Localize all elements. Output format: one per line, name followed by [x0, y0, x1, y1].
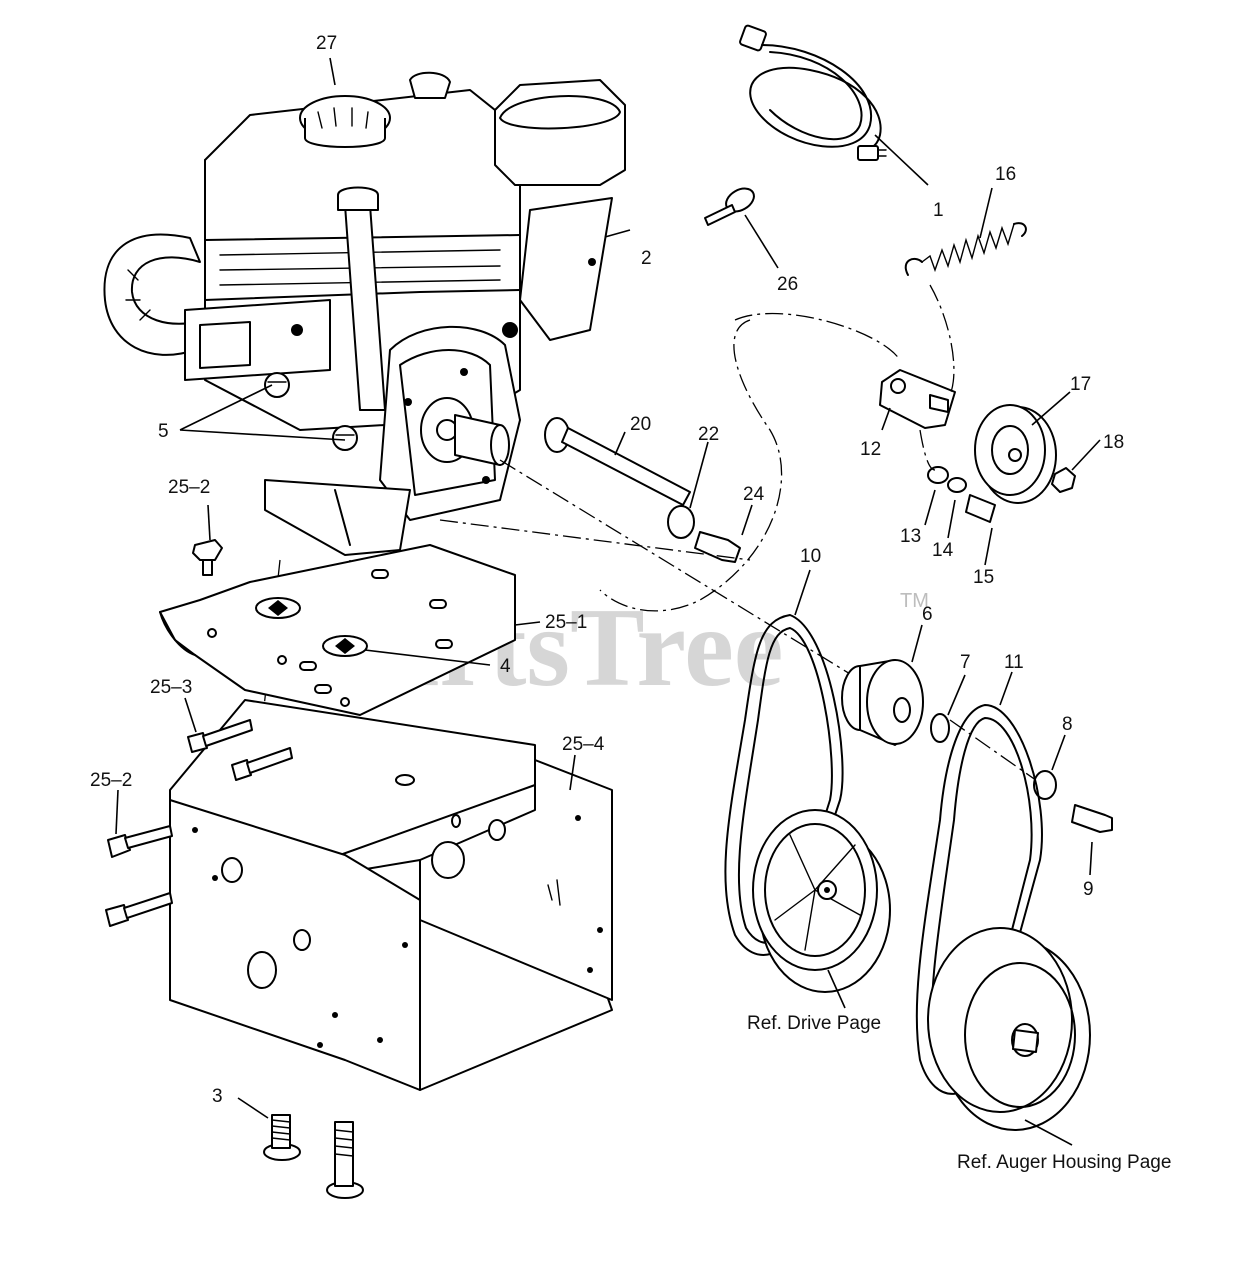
callout-22: 22: [698, 424, 719, 445]
callout-12: 12: [860, 439, 881, 460]
callout-10: 10: [800, 546, 821, 567]
ignition-key[interactable]: [704, 184, 758, 226]
drive-belt[interactable]: [724, 614, 844, 956]
ref-drive-page: Ref. Drive Page: [747, 1013, 881, 1034]
shaft-hardware[interactable]: [667, 505, 741, 563]
idler-spring[interactable]: [904, 222, 1027, 276]
callout-5: 5: [158, 421, 169, 442]
engine-mount-plate[interactable]: [159, 544, 516, 716]
callout-20: 20: [630, 414, 651, 435]
idler-hardware[interactable]: [927, 466, 1076, 523]
ref-auger-housing-page: Ref. Auger Housing Page: [957, 1152, 1171, 1173]
callout-4: 4: [500, 656, 511, 677]
callout-7: 7: [960, 652, 971, 673]
idler-pulley[interactable]: [974, 404, 1057, 504]
callout-24: 24: [743, 484, 765, 505]
callout-27: 27: [316, 33, 337, 54]
extension-cord[interactable]: [739, 24, 887, 161]
engine[interactable]: [103, 71, 626, 556]
idler-bracket[interactable]: [879, 369, 956, 429]
idler-shaft[interactable]: [544, 417, 691, 506]
callout-8: 8: [1062, 714, 1073, 735]
callout-17: 17: [1070, 374, 1091, 395]
callout-25-2-bottom: 25–2: [90, 770, 132, 791]
callout-13: 13: [900, 526, 921, 547]
callout-18: 18: [1103, 432, 1124, 453]
callout-14: 14: [932, 540, 954, 561]
frame-bolts[interactable]: [105, 539, 293, 927]
watermark-trademark: TM: [900, 590, 929, 612]
callout-25-3: 25–3: [150, 677, 192, 698]
callout-26: 26: [777, 274, 798, 295]
callout-2: 2: [641, 248, 652, 269]
callout-25-4: 25–4: [562, 734, 605, 755]
bottom-bolts[interactable]: [263, 1114, 364, 1199]
auger-page-pulley[interactable]: [927, 927, 1091, 1131]
frame-assembly[interactable]: [169, 699, 613, 1091]
callout-6: 6: [922, 604, 933, 625]
callout-25-1: 25–1: [545, 612, 587, 633]
engine-drive-pulley[interactable]: [841, 659, 924, 746]
callout-9: 9: [1083, 879, 1094, 900]
callout-15: 15: [973, 567, 994, 588]
drive-page-pulley[interactable]: [752, 809, 891, 993]
callout-1: 1: [933, 200, 944, 221]
pulley-hardware[interactable]: [930, 713, 1113, 833]
callout-25-2-top: 25–2: [168, 477, 210, 498]
callout-3: 3: [212, 1086, 223, 1107]
callout-16: 16: [995, 164, 1016, 185]
callout-11: 11: [1004, 652, 1024, 673]
